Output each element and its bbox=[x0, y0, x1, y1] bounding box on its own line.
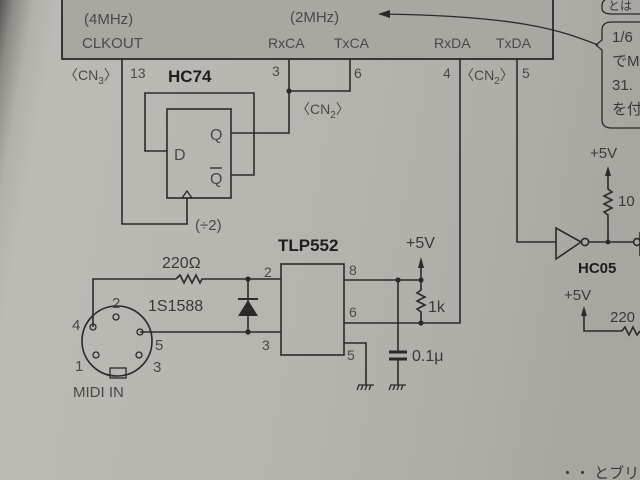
midi-in-label: MIDI IN bbox=[73, 384, 124, 401]
rxca-label: RxCA bbox=[268, 35, 305, 51]
qbar-pin-label: Q bbox=[210, 171, 222, 188]
pin5-ground-wire bbox=[344, 342, 367, 385]
q-pin-label: Q bbox=[210, 127, 222, 144]
note-line-1: 1/6 bbox=[612, 29, 633, 46]
din-pin2-label: 2 bbox=[112, 295, 120, 312]
divide-by-2-label: (÷2) bbox=[195, 217, 222, 234]
r220-label: 220Ω bbox=[162, 255, 201, 272]
r1k-label: 1k bbox=[428, 299, 446, 316]
tlp552-part-label: TLP552 bbox=[278, 236, 338, 255]
inverter-bubble-icon bbox=[580, 237, 590, 247]
vcc-label-3-text: +5V bbox=[564, 287, 591, 304]
hc05-part-label: HC05 bbox=[578, 260, 616, 277]
pin4-label: 4 bbox=[443, 65, 451, 81]
vcc-arrow-icon bbox=[418, 257, 424, 268]
annotation-leader-line bbox=[379, 13, 599, 46]
note-top-fragment: とは bbox=[608, 0, 632, 13]
rxca-txca-wire bbox=[289, 59, 351, 92]
next-gate-bubble-icon bbox=[632, 237, 640, 247]
vcc-arrow-icon bbox=[581, 306, 587, 316]
r10-label: 10 bbox=[618, 193, 635, 210]
din-pin-1 bbox=[92, 351, 100, 359]
tlp-pin5-label: 5 bbox=[347, 347, 355, 363]
resistor-220-b bbox=[583, 316, 640, 337]
txda-label: TxDA bbox=[496, 35, 532, 51]
annotation-arrowhead-icon bbox=[378, 10, 390, 18]
hc74-block bbox=[166, 108, 232, 199]
pullup-resistor-10 bbox=[602, 176, 614, 242]
din-pin-2 bbox=[112, 313, 120, 321]
pullup-resistor-1k bbox=[415, 280, 427, 323]
tlp-pin6-label: 6 bbox=[349, 304, 357, 320]
junction bbox=[286, 88, 292, 94]
feedback-wire bbox=[144, 92, 255, 176]
ground-icon bbox=[388, 384, 406, 391]
diode-icon bbox=[238, 300, 258, 316]
midi-din-connector bbox=[81, 305, 153, 377]
cn2-label-a: 〈CN2〉 bbox=[296, 101, 350, 121]
din-pin-5 bbox=[136, 328, 144, 336]
pin6-label: 6 bbox=[354, 65, 362, 81]
cn2-label-b: 〈CN2〉 bbox=[460, 67, 514, 87]
vcc-arrow-icon bbox=[605, 166, 611, 176]
tlp552-block bbox=[280, 263, 345, 356]
pin13-label: 13 bbox=[130, 65, 146, 81]
mcu-block bbox=[61, 0, 554, 60]
din-pin1-label: 1 bbox=[75, 358, 83, 375]
pin3-label: 3 bbox=[272, 63, 280, 79]
cap-value-label: 0.1μ bbox=[412, 348, 443, 365]
clock-input-triangle-icon bbox=[180, 189, 194, 199]
rxda-wire bbox=[403, 59, 461, 324]
midi-pin4-wire bbox=[92, 278, 176, 327]
hc05-inverter bbox=[555, 226, 583, 261]
resistor-220 bbox=[175, 273, 281, 285]
hc74-part-label: HC74 bbox=[168, 67, 212, 86]
d-pin-label: D bbox=[174, 147, 186, 164]
diode-label: 1S1588 bbox=[148, 298, 203, 315]
note-box-top bbox=[601, 0, 640, 15]
note-box bbox=[594, 21, 640, 129]
clock-freq-label: (4MHz) bbox=[84, 11, 133, 28]
din-pin5-label: 5 bbox=[155, 337, 163, 354]
din-pin4-label: 4 bbox=[72, 317, 80, 334]
footer-text-fragment: ・・ とブリ bbox=[560, 464, 639, 480]
cn3-label: 〈CN3〉 bbox=[64, 67, 118, 87]
txda-wire bbox=[516, 59, 556, 243]
tlp-pin3-label: 3 bbox=[262, 337, 270, 353]
pin5-label: 5 bbox=[522, 65, 530, 81]
vcc-label-1: +5V bbox=[406, 235, 435, 252]
tlp-pin8-label: 8 bbox=[349, 262, 357, 278]
din-pin3-label: 3 bbox=[153, 359, 161, 376]
rxda-label: RxDA bbox=[434, 35, 471, 51]
ground-icon bbox=[356, 384, 374, 391]
sync-freq-label: (2MHz) bbox=[290, 9, 339, 26]
tlp-pin2-label: 2 bbox=[264, 264, 272, 280]
note-line-4: を付 bbox=[612, 101, 640, 118]
q-to-rxca-wire bbox=[231, 59, 290, 134]
clkout-label: CLKOUT bbox=[82, 35, 143, 52]
din-pin-4 bbox=[89, 323, 97, 331]
vcc-label-2: +5V bbox=[590, 145, 617, 162]
note-line-2: でM bbox=[612, 53, 640, 70]
r220b-label: 220 bbox=[610, 309, 635, 326]
din-key-notch bbox=[109, 367, 127, 379]
note-line-3: 31. bbox=[612, 77, 633, 94]
clkout-wire bbox=[121, 59, 188, 225]
din-pin-3 bbox=[135, 351, 143, 359]
txca-label: TxCA bbox=[334, 35, 370, 51]
